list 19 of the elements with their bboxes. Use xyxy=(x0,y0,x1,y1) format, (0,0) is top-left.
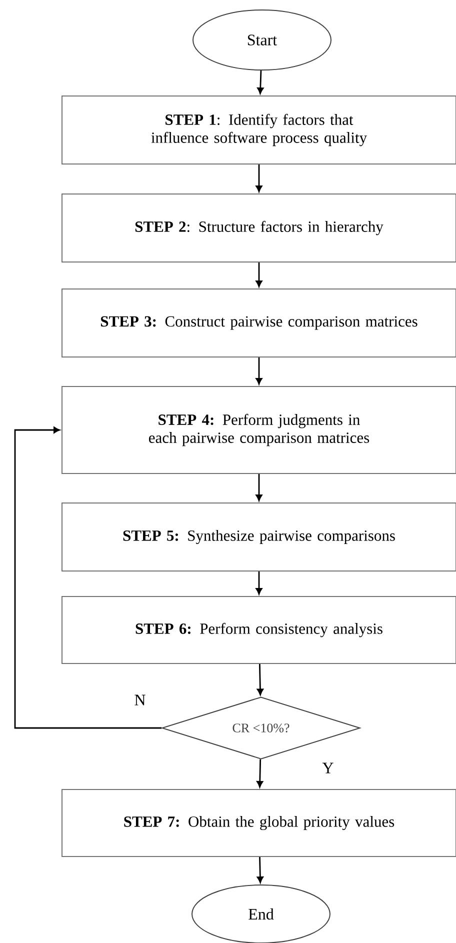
arrow xyxy=(256,857,264,883)
arrow xyxy=(256,358,262,384)
arrow xyxy=(257,70,264,94)
arrow xyxy=(14,426,162,729)
arrow xyxy=(256,262,262,287)
arrow xyxy=(256,664,264,696)
arrow xyxy=(256,474,262,501)
edge-label: N xyxy=(133,694,147,706)
process-box: STEP 6: Perform consistency analysis xyxy=(62,596,456,664)
process-box: STEP 2: Structure factors in hierarchy xyxy=(62,194,456,262)
arrow xyxy=(256,759,264,788)
process-box: STEP 5: Synthesize pairwise comparisons xyxy=(62,502,456,572)
arrow xyxy=(256,572,262,594)
process-box: STEP 3: Construct pairwise comparison matrices xyxy=(62,288,456,358)
process-box: STEP 4: Perform judgments in each pairwise comparison matrices xyxy=(62,386,456,474)
arrow xyxy=(256,164,262,192)
edge-label: Y xyxy=(321,762,335,774)
process-box: STEP 7: Obtain the global priority values xyxy=(62,789,456,857)
process-box: STEP 1: Identify factors that influence software process quality xyxy=(62,96,456,164)
